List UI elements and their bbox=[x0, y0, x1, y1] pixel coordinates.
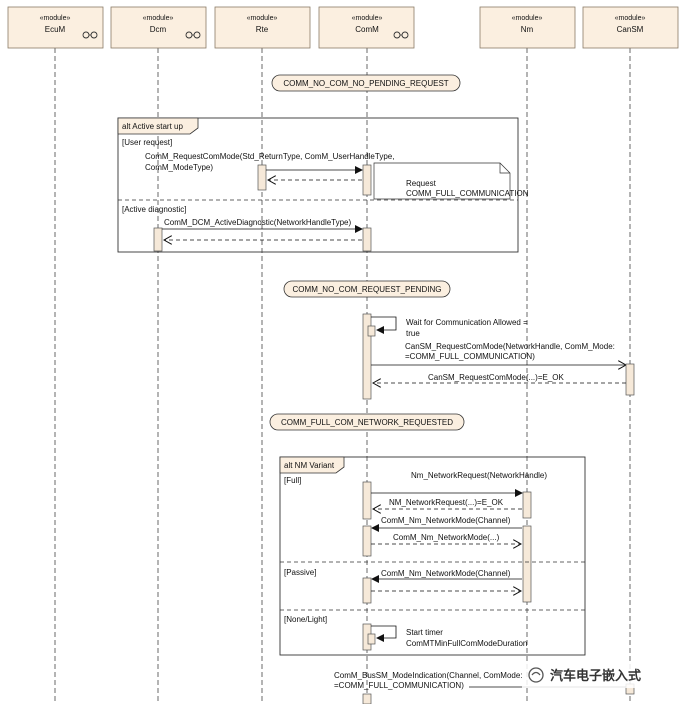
lifeline-dcm-box: «module» Dcm bbox=[110, 6, 207, 49]
state-no-com-no-pending: COMM_NO_COM_NO_PENDING_REQUEST bbox=[271, 74, 461, 92]
note-request-full-com: Request COMM_FULL_COMMUNICATION bbox=[373, 162, 529, 200]
activation-comm bbox=[362, 164, 372, 196]
guard-active-diagnostic: [Active diagnostic] bbox=[122, 205, 186, 214]
module-name: CanSM bbox=[617, 25, 644, 34]
msg-nm-return: NM_NetworkRequest(...)=E_OK bbox=[389, 498, 504, 507]
msg-timer-l1: Start timer bbox=[406, 628, 443, 637]
alt-title: alt NM Variant bbox=[284, 461, 335, 470]
activation-comm-6 bbox=[362, 577, 372, 604]
activation-cansm bbox=[625, 363, 635, 396]
note-line1: Request bbox=[406, 179, 437, 188]
msg-bussm-l1: ComM_BusSM_ModeIndication(Channel, ComMo… bbox=[334, 671, 523, 680]
stereotype: «module» bbox=[352, 15, 383, 22]
lifeline-comm-box: «module» ComM bbox=[318, 6, 415, 49]
msg-bussm-l2: =COMM_FULL_COMMUNICATION) bbox=[334, 681, 464, 690]
activation-dcm bbox=[153, 227, 163, 252]
alt-title: alt Active start up bbox=[122, 122, 183, 131]
msg-comm-nm-mode-1-return: ComM_Nm_NetworkMode(...) bbox=[393, 533, 500, 542]
wechat-icon bbox=[528, 667, 544, 683]
guard-none-light: [None/Light] bbox=[284, 615, 327, 624]
activation-rte bbox=[257, 164, 267, 191]
msg-cansm-request-l2: =COMM_FULL_COMMUNICATION) bbox=[405, 352, 535, 361]
state-label: COMM_FULL_COM_NETWORK_REQUESTED bbox=[281, 418, 453, 427]
activation-self-wait bbox=[367, 325, 376, 337]
guard-passive: [Passive] bbox=[284, 568, 316, 577]
stereotype: «module» bbox=[615, 15, 646, 22]
module-name: Dcm bbox=[150, 25, 167, 34]
state-label: COMM_NO_COM_NO_PENDING_REQUEST bbox=[283, 79, 448, 88]
lifeline-rte-box: «module» Rte bbox=[214, 6, 311, 49]
lifeline-nm-box: «module» Nm bbox=[479, 6, 576, 49]
stereotype: «module» bbox=[247, 15, 278, 22]
state-label: COMM_NO_COM_REQUEST_PENDING bbox=[293, 285, 442, 294]
component-icon bbox=[185, 31, 201, 39]
watermark-text: 汽车电子嵌入式 bbox=[550, 668, 641, 684]
component-icon bbox=[82, 31, 98, 39]
module-name: EcuM bbox=[45, 25, 66, 34]
activation-comm-2 bbox=[362, 227, 372, 252]
module-name: Rte bbox=[256, 25, 269, 34]
guard-user-request: [User request] bbox=[122, 138, 172, 147]
stereotype: «module» bbox=[512, 15, 543, 22]
msg-wait-l1: Wait for Communication Allowed = bbox=[406, 318, 528, 327]
msg-nm-network-request: Nm_NetworkRequest(NetworkHandle) bbox=[411, 471, 547, 480]
msg-dcm-active-diagnostic: ComM_DCM_ActiveDiagnostic(NetworkHandleT… bbox=[164, 218, 352, 227]
msg-request-commode-l1: ComM_RequestComMode(Std_ReturnType, ComM… bbox=[145, 152, 394, 161]
msg-wait-l2: true bbox=[406, 329, 420, 338]
msg-request-commode-l2: ComM_ModeType) bbox=[145, 163, 213, 172]
lifeline-ecum-box: «module» EcuM bbox=[7, 6, 104, 49]
arrow-self-wait bbox=[371, 316, 397, 334]
activation-comm-5 bbox=[362, 525, 372, 557]
msg-cansm-return: CanSM_RequestComMode(...)=E_OK bbox=[428, 373, 565, 382]
alt-active-startup: alt Active start up [User request] [Acti… bbox=[117, 117, 529, 253]
arrow-self-timer bbox=[371, 625, 397, 642]
msg-cansm-request-l1: CanSM_RequestComMode(NetworkHandle, ComM… bbox=[405, 342, 615, 351]
lifeline-cansm-box: «module» CanSM bbox=[582, 6, 679, 49]
stereotype: «module» bbox=[40, 15, 71, 22]
activation-comm-4 bbox=[362, 481, 372, 520]
activation-comm-3 bbox=[362, 313, 372, 400]
stereotype: «module» bbox=[143, 15, 174, 22]
activation-self-timer bbox=[367, 633, 376, 645]
state-full-com-network-requested: COMM_FULL_COM_NETWORK_REQUESTED bbox=[269, 413, 465, 431]
guard-full: [Full] bbox=[284, 476, 301, 485]
module-name: ComM bbox=[355, 25, 379, 34]
msg-timer-l2: ComMTMinFullComModeDuration bbox=[406, 639, 527, 648]
note-line2: COMM_FULL_COMMUNICATION bbox=[406, 189, 529, 198]
msg-comm-nm-mode-1: ComM_Nm_NetworkMode(Channel) bbox=[381, 516, 511, 525]
activation-nm-2 bbox=[522, 525, 532, 603]
state-no-com-request-pending: COMM_NO_COM_REQUEST_PENDING bbox=[283, 280, 451, 298]
module-name: Nm bbox=[521, 25, 534, 34]
activation-comm-8 bbox=[362, 693, 372, 704]
alt-nm-variant: alt NM Variant [Full] Nm_NetworkRequest(… bbox=[279, 456, 586, 656]
activation-nm bbox=[522, 491, 532, 519]
watermark: 汽车电子嵌入式 bbox=[522, 662, 688, 688]
msg-comm-nm-mode-2: ComM_Nm_NetworkMode(Channel) bbox=[381, 569, 511, 578]
comm-pending-block: Wait for Communication Allowed = true Ca… bbox=[362, 313, 635, 400]
component-icon bbox=[393, 31, 409, 39]
